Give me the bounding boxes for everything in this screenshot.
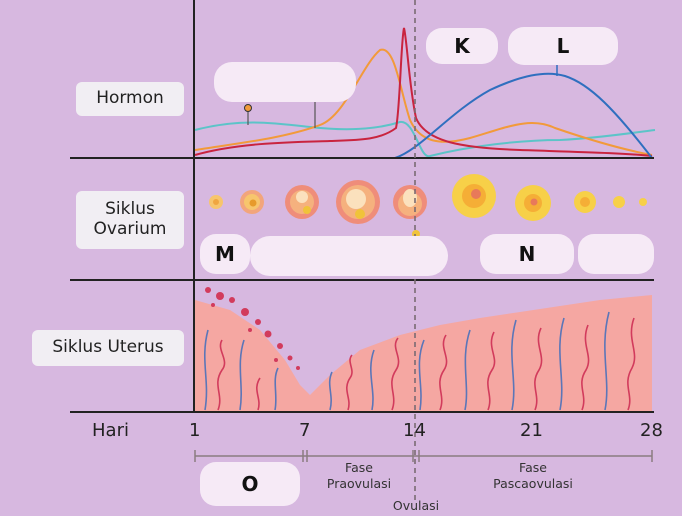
axis-tick-28: 28 <box>640 420 663 441</box>
phase-label-pascaovulasi: Fase Pascaovulasi <box>493 460 573 491</box>
lh-curve <box>194 27 653 157</box>
row-label-hormon: Hormon <box>76 82 184 116</box>
corpus-luteum-2 <box>515 185 551 221</box>
row-label-siklus-ovarium: Siklus Ovarium <box>76 191 184 249</box>
marker-k: K <box>426 28 498 64</box>
axis-tick-14: 14 <box>403 420 426 441</box>
phase-ranges <box>194 450 653 462</box>
axis-tick-1: 1 <box>189 420 201 441</box>
hormone-curves <box>194 27 656 159</box>
menstrual-drops <box>205 287 300 370</box>
follicle-3 <box>285 185 319 219</box>
blank-label-ovarium-2 <box>578 234 654 274</box>
progesteron-curve <box>394 72 653 159</box>
blank-label-ovarium <box>250 236 448 276</box>
marker-o: O <box>200 462 300 506</box>
ovary-follicles <box>209 174 647 238</box>
corpus-luteum-3 <box>574 191 596 213</box>
fsh-curve <box>194 121 656 158</box>
axis-label-hari: Hari <box>92 420 129 441</box>
follicle-4 <box>336 180 380 224</box>
phase-label-praovulasi: Fase Praovulasi <box>326 460 392 491</box>
row-label-siklus-uterus: Siklus Uterus <box>32 330 184 366</box>
marker-l: L <box>508 27 618 65</box>
blood-vessels <box>203 311 636 411</box>
follicle-1 <box>209 195 223 209</box>
pointer-dot <box>244 104 252 112</box>
corpus-luteum-5 <box>639 198 647 206</box>
blank-label-hormone <box>214 62 356 102</box>
endometrium-layer <box>195 295 652 412</box>
uterine-lining <box>195 287 652 412</box>
axis-tick-21: 21 <box>520 420 543 441</box>
corpus-luteum-4 <box>613 196 625 208</box>
corpus-luteum-1 <box>452 174 496 218</box>
follicle-2 <box>240 190 264 214</box>
axis-tick-7: 7 <box>299 420 311 441</box>
follicle-5 <box>393 185 427 219</box>
phase-label-ovulasi: Ovulasi <box>392 498 440 513</box>
marker-n: N <box>480 234 574 274</box>
frame-lines <box>70 0 654 413</box>
marker-m: M <box>200 234 250 274</box>
